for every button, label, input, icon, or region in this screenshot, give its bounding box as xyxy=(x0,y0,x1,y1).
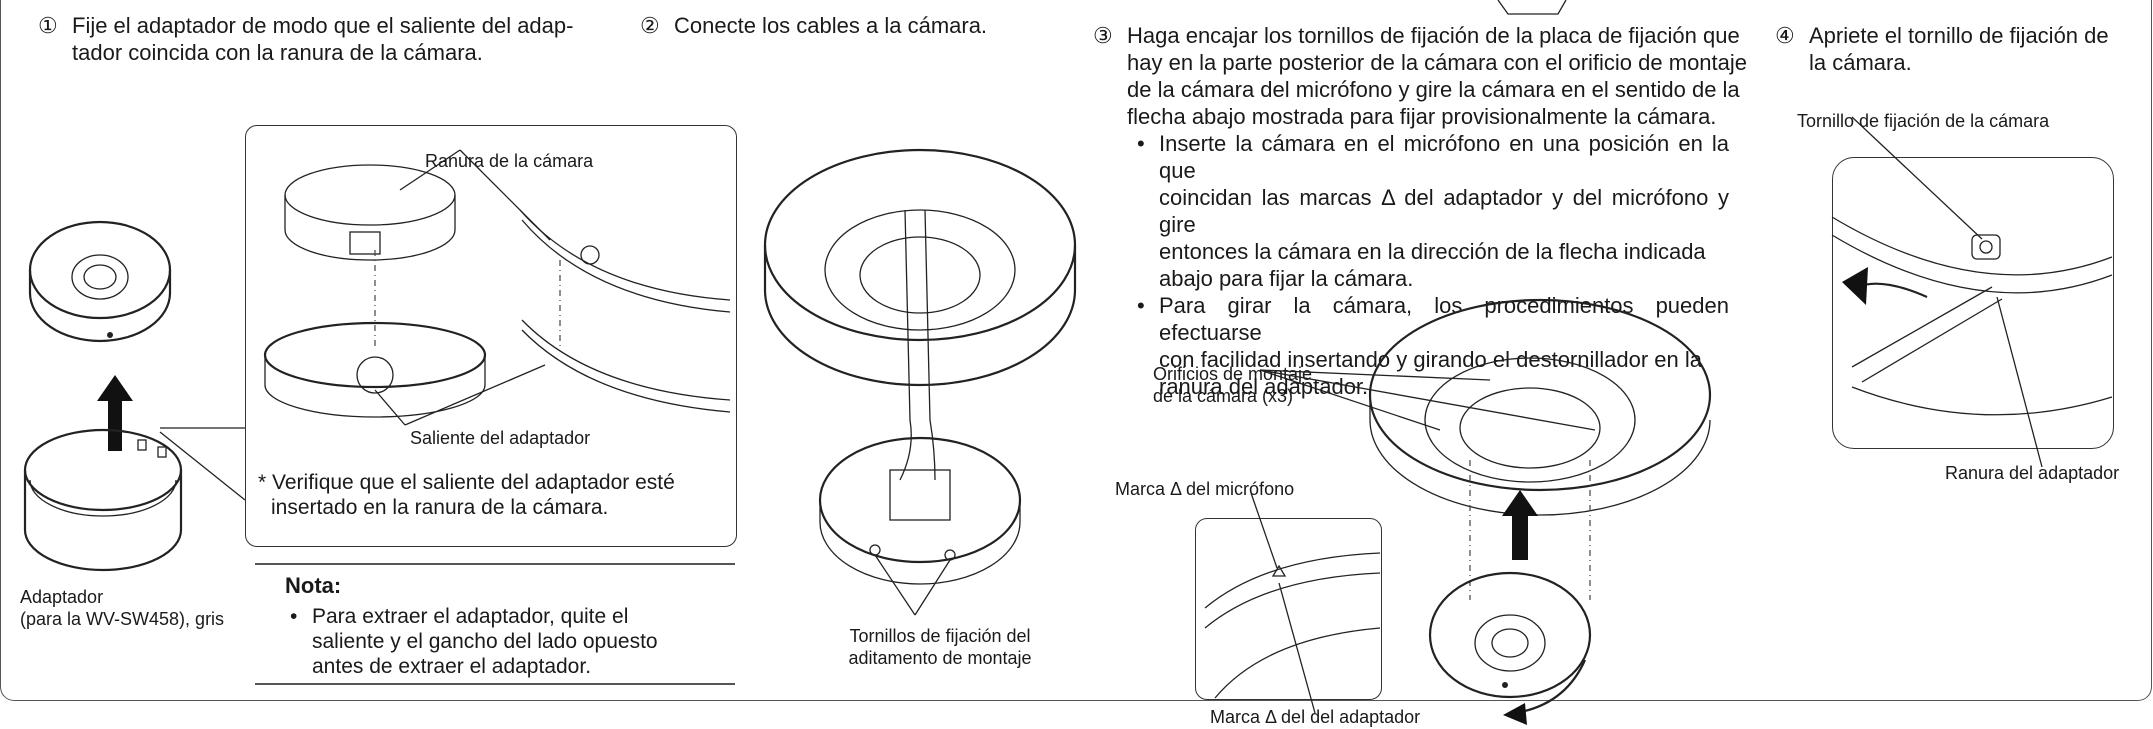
mount-holes-label: Orificios de montaje de la cámara (x3) xyxy=(1153,364,1313,406)
step-1-number: ① xyxy=(38,13,58,38)
adapter-mark-label: Marca Δ del del adaptador xyxy=(1210,707,1421,727)
step-2-number: ② xyxy=(640,13,660,38)
screw-detail-box xyxy=(1832,157,2114,449)
adapter-slot-label: Ranura del adaptador xyxy=(1945,463,2120,483)
verify-note: * Verifique que el saliente del adaptado… xyxy=(258,471,675,519)
camera-adapter-detail-illustration xyxy=(263,149,731,426)
camera-cable-illustration xyxy=(763,148,1077,616)
mic-mark-label: Marca Δ del micrófono xyxy=(1115,479,1295,499)
detail-box xyxy=(245,125,737,547)
page-frame-left xyxy=(0,0,2152,701)
nota-title: Nota: xyxy=(285,573,342,598)
arrow-up-icon xyxy=(97,375,133,451)
nota-bullet: Para extraer el adaptador, quite el sali… xyxy=(290,604,742,679)
screw-detail-illustration xyxy=(1831,116,2113,468)
adapter-label: Adaptador (para la WV-SW458), gris xyxy=(20,587,225,629)
camera-front-illustration xyxy=(1428,571,1592,725)
top-partial-illustration xyxy=(1497,0,1567,15)
camera-mount-illustration xyxy=(1259,298,1712,600)
step-4-number: ④ xyxy=(1775,23,1795,48)
mic-detail-box xyxy=(1195,518,1382,700)
callout-lines xyxy=(159,427,246,501)
mic-detail-illustration xyxy=(1204,492,1381,714)
fixing-screw-label: Tornillo de fijación de la cámara xyxy=(1797,111,2050,131)
adapter-ring-illustration xyxy=(23,428,183,572)
camera-slot-label: Ranura de la cámara xyxy=(425,151,594,171)
camera-top-illustration xyxy=(28,220,172,343)
step-3-bullet-2: Para girar la cámara, los procedimientos… xyxy=(1137,292,1729,400)
adapter-tab-label: Saliente del adaptador xyxy=(410,428,591,448)
nota-top-rule xyxy=(255,563,735,565)
nota-bottom-rule xyxy=(255,683,735,685)
step-3-number: ③ xyxy=(1093,23,1113,48)
mount-screws-label: Tornillos de fijación del aditamento de … xyxy=(848,626,1032,668)
step-3-bullet-1: Inserte la cámara en el micrófono en una… xyxy=(1137,130,1729,292)
